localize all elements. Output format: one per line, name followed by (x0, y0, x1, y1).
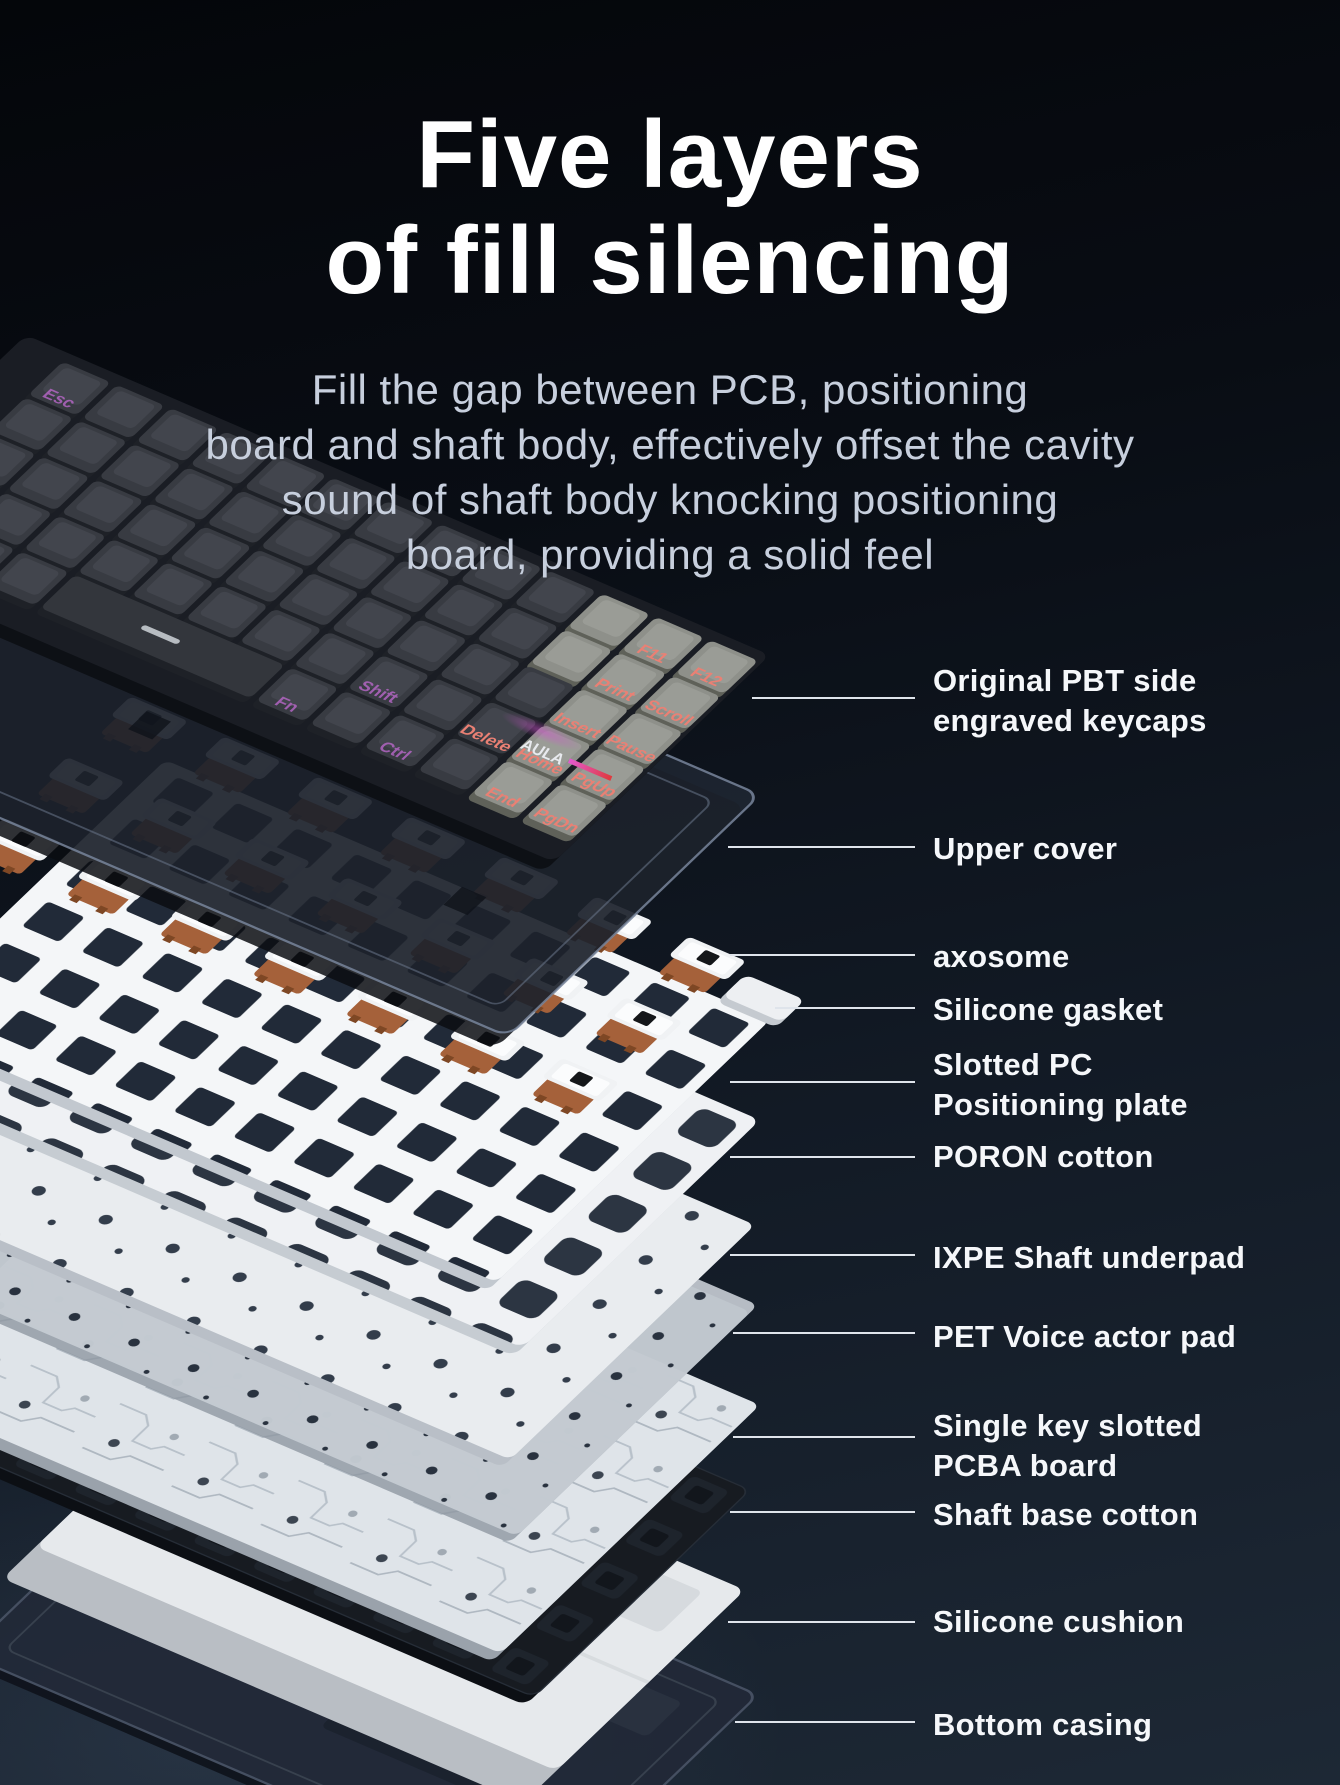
rgb-light-streak (501, 712, 583, 751)
callout-label-ixpe-underpad: IXPE Shaft underpad (933, 1240, 1246, 1275)
callout-line-axosome (730, 954, 915, 956)
callout-label-bottom-casing: Bottom casing (933, 1707, 1153, 1742)
subtitle-line: Fill the gap between PCB, positioning (311, 366, 1029, 413)
spacebar-key (37, 576, 283, 703)
callout-line-bottom-casing (735, 1721, 915, 1723)
callout-label-silicone-gasket: Silicone gasket (933, 992, 1164, 1027)
callout-label-axosome: axosome (933, 939, 1070, 974)
callout-line-pet-pad (733, 1332, 915, 1334)
callout-line-silicone-cushion (728, 1621, 915, 1623)
subtitle-line: sound of shaft body knocking positioning (281, 476, 1059, 523)
callout-line-ixpe-underpad (730, 1254, 915, 1256)
subtitle-line: board, providing a solid feel (405, 531, 935, 578)
keycap-legend-fn: Fn (271, 694, 304, 715)
callout-line-upper-cover (728, 846, 915, 848)
callout-label-shaft-base-cotton: Shaft base cotton (933, 1497, 1199, 1532)
callout-line-poron-cotton (730, 1156, 915, 1158)
callout-label-pet-pad: PET Voice actor pad (933, 1319, 1237, 1354)
callout-line-silicone-gasket (775, 1007, 915, 1009)
callout-line-pcba-board (733, 1436, 915, 1438)
callout-line-positioning-plate (730, 1081, 915, 1083)
callout-label-upper-cover: Upper cover (933, 831, 1118, 866)
subtitle: Fill the gap between PCB, positioning bo… (0, 362, 1340, 582)
callout-label-silicone-cushion: Silicone cushion (933, 1604, 1185, 1639)
callout-line-shaft-base-cotton (730, 1511, 915, 1513)
brand-accent-bar (567, 758, 613, 781)
callout-label-poron-cotton: PORON cotton (933, 1139, 1154, 1174)
subtitle-line: board and shaft body, effectively offset… (205, 421, 1135, 468)
callout-line-keycaps (752, 697, 915, 699)
